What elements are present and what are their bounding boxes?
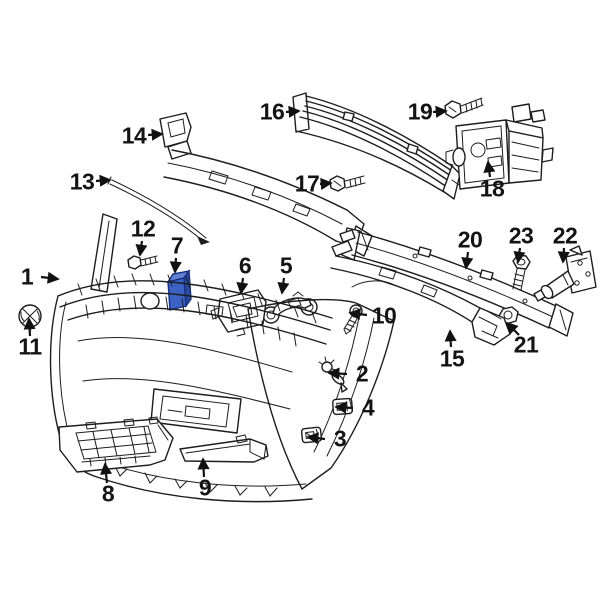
callout-22[interactable]: 22 — [552, 222, 578, 249]
callout-19[interactable]: 19 — [407, 98, 433, 125]
part-22-side-bracket — [533, 245, 597, 302]
callout-15[interactable]: 15 — [439, 345, 465, 372]
callout-10[interactable]: 10 — [371, 302, 397, 329]
part-13-retainer-strip — [107, 176, 210, 245]
part-7-highlighted-cover[interactable] — [166, 269, 192, 311]
part-18-mount-bracket — [445, 103, 554, 190]
callout-13[interactable]: 13 — [69, 168, 95, 195]
callout-9[interactable]: 9 — [198, 474, 212, 501]
part-19-bolt — [444, 97, 484, 119]
callout-2[interactable]: 2 — [355, 360, 369, 387]
callout-17[interactable]: 17 — [294, 170, 320, 197]
callout-18[interactable]: 18 — [479, 175, 505, 202]
part-12-bolt — [127, 255, 159, 270]
callout-4[interactable]: 4 — [361, 394, 375, 421]
callout-1[interactable]: 1 — [20, 263, 34, 290]
part-17-bolt — [329, 175, 366, 192]
callout-21[interactable]: 21 — [513, 331, 539, 358]
callout-12[interactable]: 12 — [130, 215, 156, 242]
callout-arrows — [23, 105, 570, 484]
callout-8[interactable]: 8 — [101, 480, 115, 507]
part-1-bumper-cover — [49, 213, 397, 503]
part-5-bracket — [262, 291, 318, 324]
callout-7[interactable]: 7 — [170, 232, 184, 259]
callout-6[interactable]: 6 — [238, 252, 252, 279]
part-16-upper-reinforcement — [292, 92, 461, 200]
part-9-trim-strip — [179, 434, 269, 463]
part-23-bolt — [512, 254, 531, 291]
callout-20[interactable]: 20 — [457, 226, 483, 253]
callout-23[interactable]: 23 — [508, 222, 534, 249]
callout-16[interactable]: 16 — [259, 98, 285, 125]
part-3-clip — [300, 426, 323, 444]
part-8-fog-bezel — [58, 416, 174, 473]
callout-3[interactable]: 3 — [333, 425, 347, 452]
part-10-screw — [343, 304, 363, 335]
part-15-lower-absorber — [330, 229, 511, 346]
callout-5[interactable]: 5 — [279, 252, 293, 279]
callout-14[interactable]: 14 — [121, 122, 147, 149]
callout-11[interactable]: 11 — [18, 333, 42, 360]
